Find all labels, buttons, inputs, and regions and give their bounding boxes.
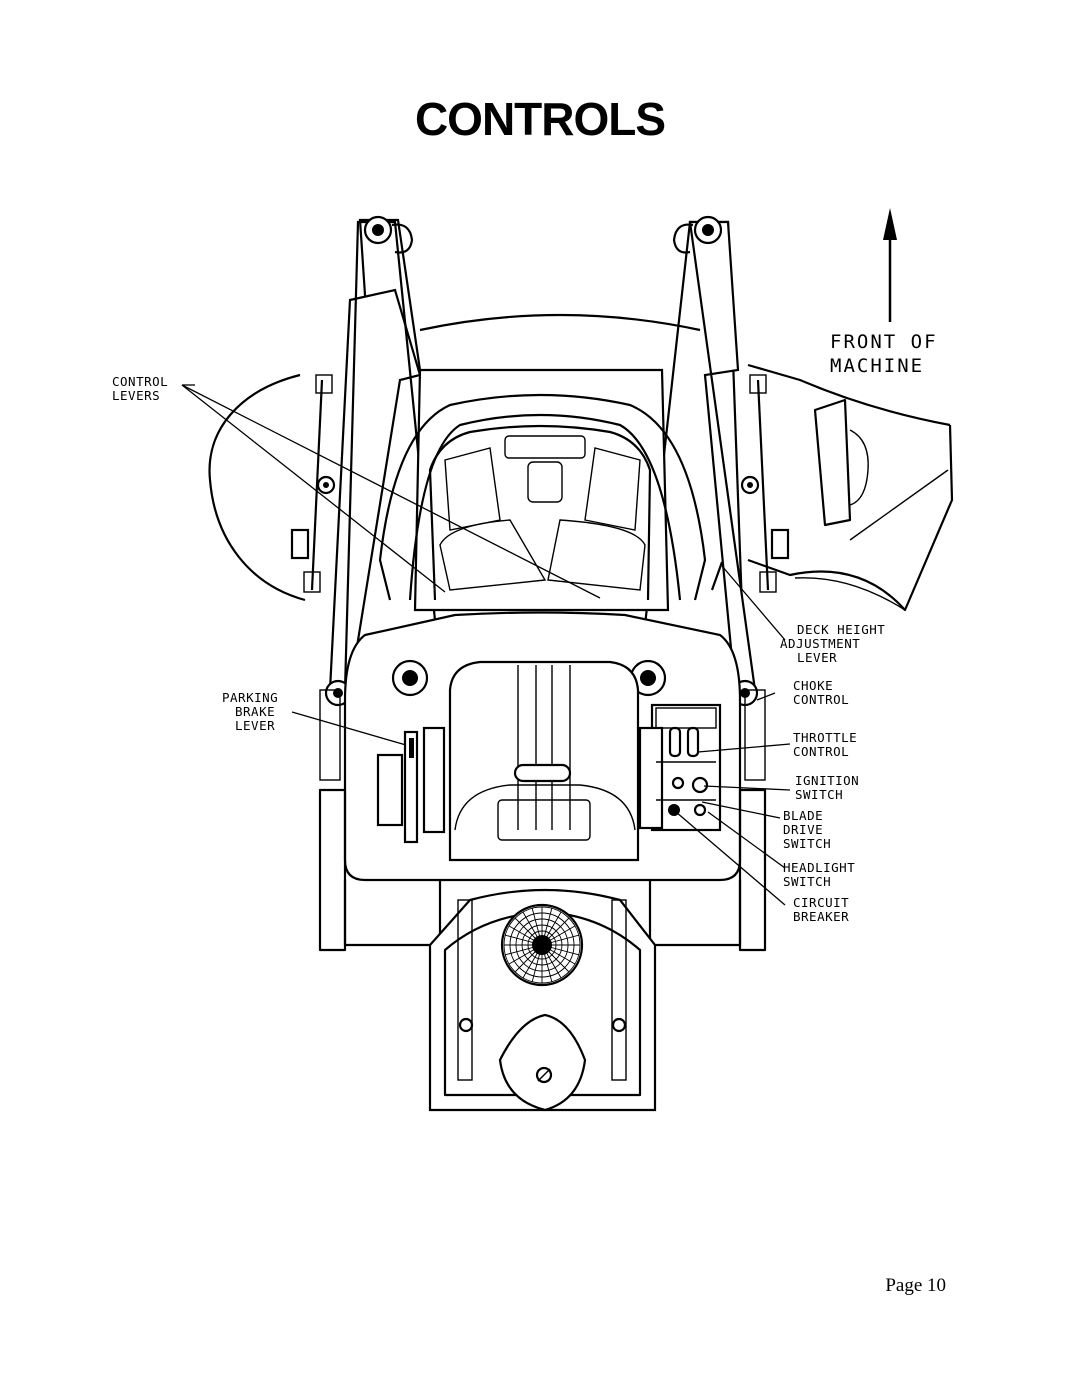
front-arrow (883, 208, 897, 322)
label-headlight-switch: HEADLIGHT SWITCH (783, 860, 855, 889)
label-ignition-switch: IGNITION SWITCH (795, 773, 859, 802)
svg-text:SWITCH: SWITCH (783, 874, 831, 889)
svg-text:ADJUSTMENT: ADJUSTMENT (780, 636, 860, 651)
label-deck-height-adjustment-lever: DECK HEIGHT ADJUSTMENT LEVER (780, 622, 885, 665)
svg-text:SWITCH: SWITCH (795, 787, 843, 802)
svg-text:SWITCH: SWITCH (783, 836, 831, 851)
label-parking-brake-lever: PARKING BRAKE LEVER (222, 690, 278, 733)
svg-text:LEVER: LEVER (797, 650, 837, 665)
label-choke-control: CHOKE CONTROL (793, 678, 849, 707)
right-linkage (740, 374, 790, 593)
left-linkage (290, 374, 336, 593)
svg-text:CONTROL: CONTROL (793, 744, 849, 759)
svg-text:BLADE: BLADE (783, 808, 823, 823)
svg-text:FRONT OF: FRONT OF (830, 331, 938, 353)
svg-text:CONTROL: CONTROL (112, 374, 168, 389)
parking-brake-lever-graphic (376, 726, 446, 844)
svg-text:THROTTLE: THROTTLE (793, 730, 857, 745)
label-control-levers: CONTROL LEVERS (112, 374, 168, 403)
leader-lines (181, 384, 791, 906)
fuel-tank (448, 660, 640, 862)
svg-text:DRIVE: DRIVE (783, 822, 823, 837)
control-panel-graphic (638, 703, 722, 832)
label-throttle-control: THROTTLE CONTROL (793, 730, 857, 759)
svg-text:CONTROL: CONTROL (793, 692, 849, 707)
mower-deck (208, 313, 954, 612)
label-blade-drive-switch: BLADE DRIVE SWITCH (783, 808, 831, 851)
svg-text:IGNITION: IGNITION (795, 773, 859, 788)
svg-text:CHOKE: CHOKE (793, 678, 833, 693)
svg-text:LEVER: LEVER (235, 718, 275, 733)
engine (428, 888, 657, 1112)
svg-text:LEVERS: LEVERS (112, 388, 160, 403)
svg-text:HEADLIGHT: HEADLIGHT (783, 860, 855, 875)
label-circuit-breaker: CIRCUIT BREAKER (793, 895, 849, 924)
svg-text:PARKING: PARKING (222, 690, 278, 705)
svg-text:DECK HEIGHT: DECK HEIGHT (797, 622, 885, 637)
svg-text:MACHINE: MACHINE (830, 355, 924, 377)
chassis (378, 368, 724, 612)
label-front-of-machine: FRONT OF MACHINE (830, 331, 938, 377)
page-title: CONTROLS (414, 93, 666, 145)
page-number: Page 10 (885, 1275, 946, 1296)
svg-text:BREAKER: BREAKER (793, 909, 849, 924)
svg-text:BRAKE: BRAKE (235, 704, 275, 719)
svg-text:CIRCUIT: CIRCUIT (793, 895, 849, 910)
